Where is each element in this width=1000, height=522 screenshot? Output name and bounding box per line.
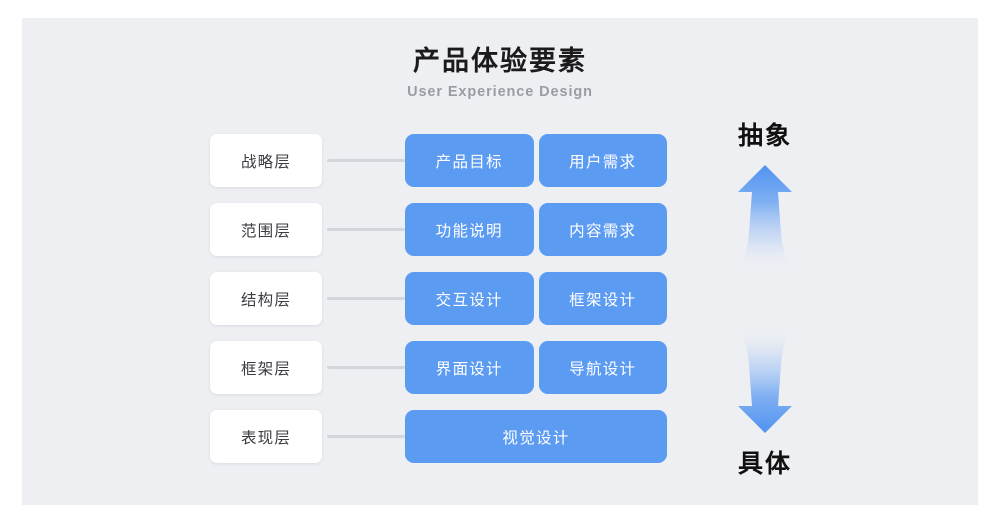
connector-line bbox=[327, 228, 405, 231]
element-box[interactable]: 交互设计 bbox=[405, 272, 534, 325]
page-title: 产品体验要素 bbox=[413, 46, 587, 76]
layer-label-skeleton[interactable]: 框架层 bbox=[210, 341, 322, 394]
layer-boxes: 视觉设计 bbox=[405, 410, 667, 463]
element-box[interactable]: 导航设计 bbox=[538, 341, 667, 394]
layer-row: 范围层 功能说明 内容需求 bbox=[0, 203, 1000, 256]
layer-row: 表现层 视觉设计 bbox=[0, 410, 1000, 463]
element-box[interactable]: 内容需求 bbox=[538, 203, 667, 256]
layer-label-scope[interactable]: 范围层 bbox=[210, 203, 322, 256]
element-box[interactable]: 界面设计 bbox=[405, 341, 534, 394]
layers-list: 战略层 产品目标 用户需求 范围层 功能说明 内容需求 结构层 交互设计 框架设… bbox=[0, 134, 1000, 463]
abstraction-axis: 抽象 bbox=[690, 120, 840, 480]
arrow-down-gradient-icon bbox=[723, 325, 807, 435]
axis-label-abstract: 抽象 bbox=[737, 122, 792, 150]
axis-label-concrete: 具体 bbox=[737, 450, 792, 478]
connector-line bbox=[327, 159, 405, 162]
element-box[interactable]: 用户需求 bbox=[538, 134, 667, 187]
layer-row: 结构层 交互设计 框架设计 bbox=[0, 272, 1000, 325]
layer-label-strategy[interactable]: 战略层 bbox=[210, 134, 322, 187]
layer-row: 战略层 产品目标 用户需求 bbox=[0, 134, 1000, 187]
layer-label-surface[interactable]: 表现层 bbox=[210, 410, 322, 463]
layer-label-structure[interactable]: 结构层 bbox=[210, 272, 322, 325]
layer-boxes: 产品目标 用户需求 bbox=[405, 134, 667, 187]
layer-boxes: 交互设计 框架设计 bbox=[405, 272, 667, 325]
page-subtitle: User Experience Design bbox=[407, 84, 593, 100]
element-box[interactable]: 功能说明 bbox=[405, 203, 534, 256]
element-box[interactable]: 视觉设计 bbox=[405, 410, 667, 463]
layer-boxes: 功能说明 内容需求 bbox=[405, 203, 667, 256]
element-box[interactable]: 产品目标 bbox=[405, 134, 534, 187]
element-box[interactable]: 框架设计 bbox=[538, 272, 667, 325]
connector-line bbox=[327, 435, 405, 438]
header: 产品体验要素 User Experience Design bbox=[0, 44, 1000, 101]
layer-row: 框架层 界面设计 导航设计 bbox=[0, 341, 1000, 394]
connector-line bbox=[327, 366, 405, 369]
connector-line bbox=[327, 297, 405, 300]
layer-boxes: 界面设计 导航设计 bbox=[405, 341, 667, 394]
arrow-up-gradient-icon bbox=[723, 163, 807, 273]
